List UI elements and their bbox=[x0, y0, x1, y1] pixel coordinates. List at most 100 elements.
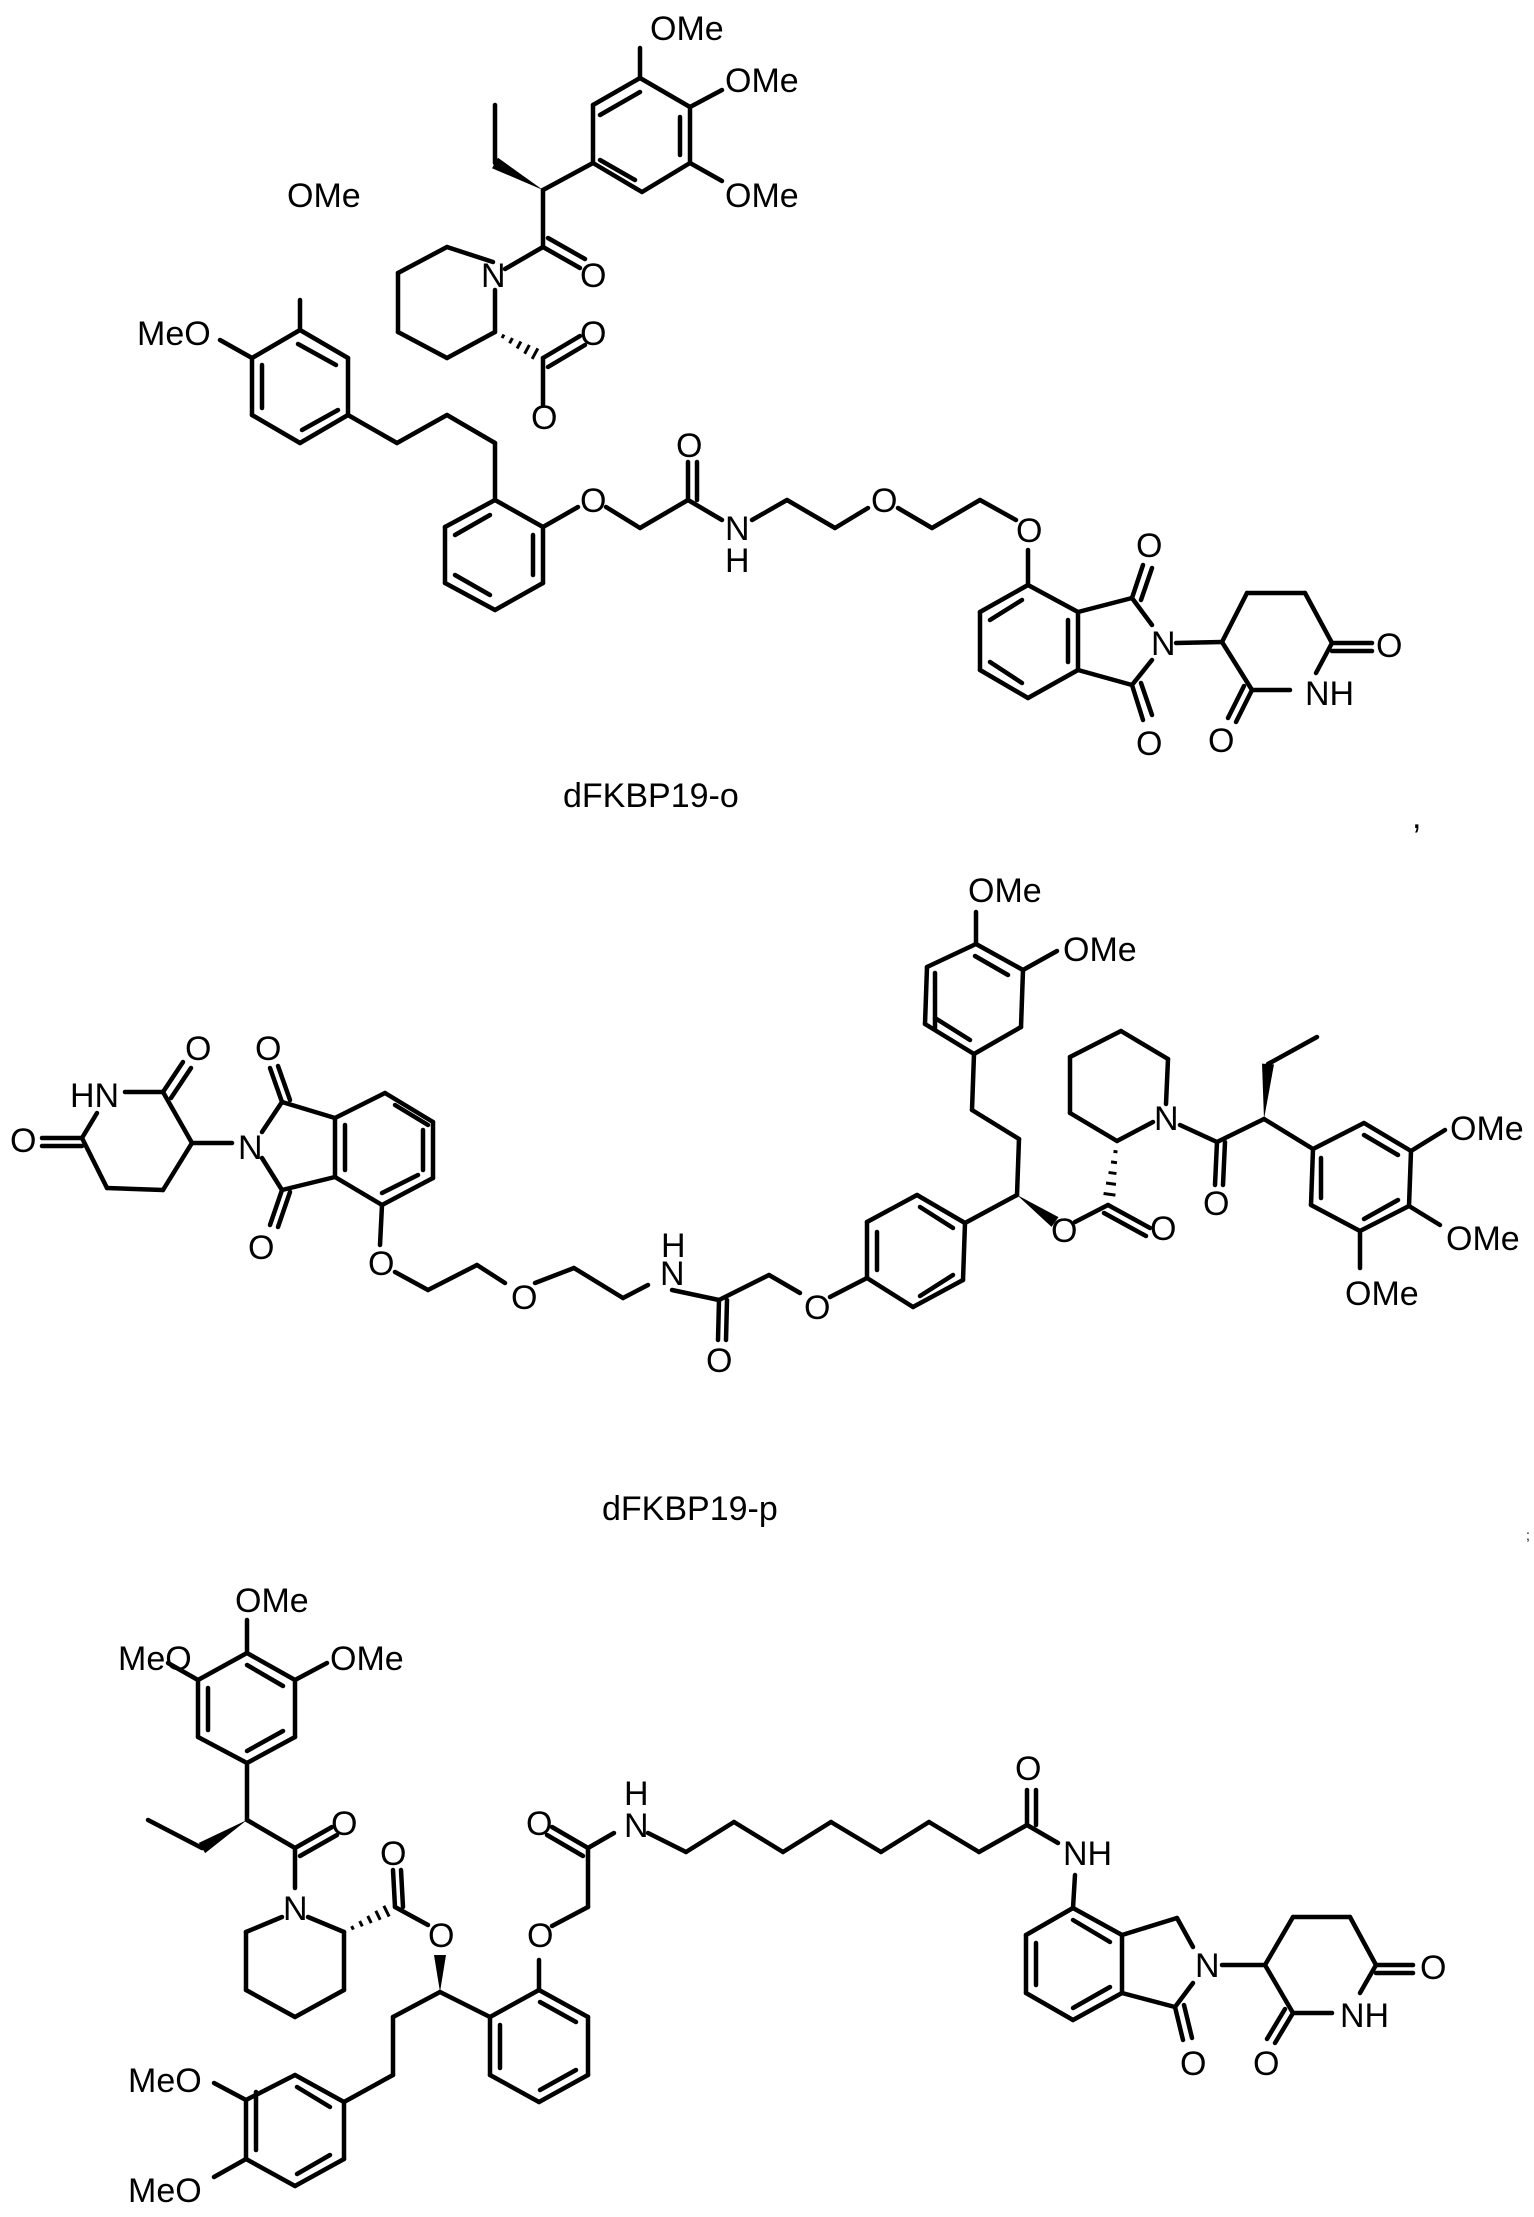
bond bbox=[444, 329, 498, 361]
hashed-bond bbox=[500, 333, 506, 339]
bond bbox=[780, 1819, 834, 1855]
atom-label: NH bbox=[1340, 1997, 1389, 2035]
atom-label: O bbox=[1420, 1949, 1446, 1987]
bond bbox=[104, 1185, 166, 1193]
bond bbox=[1067, 1110, 1120, 1144]
bond bbox=[487, 1987, 542, 2020]
bond bbox=[645, 1830, 689, 1855]
aromatic-double-bond bbox=[294, 2084, 333, 2110]
bond bbox=[425, 1262, 480, 1293]
bond bbox=[341, 2072, 396, 2105]
bond bbox=[716, 1272, 772, 1303]
bond bbox=[244, 1650, 298, 1683]
bond bbox=[437, 1989, 493, 2020]
atom-label: O bbox=[706, 1342, 732, 1380]
aromatic-double-bond bbox=[294, 2152, 333, 2177]
bond bbox=[243, 1987, 298, 2020]
bond bbox=[971, 1024, 1024, 1057]
atom-label: MeO bbox=[128, 2172, 202, 2210]
atom-label: HN bbox=[70, 1077, 119, 1115]
bond bbox=[492, 497, 546, 530]
bond bbox=[444, 244, 496, 265]
bond bbox=[392, 1269, 431, 1293]
aromatic-double-bond bbox=[1361, 1132, 1401, 1158]
hashed-bond bbox=[523, 344, 531, 355]
bond bbox=[1067, 1028, 1124, 1060]
bond bbox=[1219, 590, 1250, 645]
bond bbox=[929, 497, 983, 531]
bond bbox=[345, 412, 400, 446]
compound-caption-dfkbp19-o: dFKBP19-o bbox=[563, 777, 739, 815]
atom-label: H bbox=[661, 1227, 686, 1265]
bond bbox=[540, 504, 581, 530]
atom-label: O bbox=[871, 482, 897, 520]
atom-label: N bbox=[238, 1129, 263, 1167]
bond bbox=[390, 1867, 398, 1910]
bond bbox=[960, 1220, 968, 1283]
bond bbox=[864, 1192, 920, 1225]
bond bbox=[1308, 1146, 1316, 1208]
atom-label: OMe bbox=[1345, 1275, 1419, 1313]
bond bbox=[279, 1174, 338, 1193]
bond bbox=[244, 1817, 298, 1851]
bond bbox=[1214, 1116, 1267, 1145]
bond bbox=[1072, 1202, 1111, 1225]
atom-label: OMe bbox=[287, 177, 361, 215]
bond bbox=[292, 2156, 347, 2189]
bond bbox=[217, 337, 255, 361]
bond bbox=[395, 244, 450, 276]
atom-label: NH bbox=[1305, 675, 1354, 713]
hashed-bond bbox=[350, 1925, 355, 1931]
bond bbox=[540, 160, 596, 193]
bond bbox=[731, 1819, 786, 1855]
bond bbox=[1119, 1990, 1178, 2010]
aromatic-double-bond bbox=[537, 2067, 579, 2093]
captions-layer: dFKBP19-o , dFKBP19-p ; bbox=[563, 777, 1530, 1543]
bond bbox=[910, 1277, 966, 1310]
bond bbox=[160, 1089, 195, 1146]
atom-label: O bbox=[331, 1805, 357, 1843]
bond bbox=[392, 1904, 431, 1928]
atom-label: O bbox=[511, 1279, 537, 1317]
wedge-bond bbox=[434, 1955, 446, 1992]
bond bbox=[160, 1059, 186, 1095]
bond bbox=[398, 1867, 406, 1910]
atom-label: OMe bbox=[725, 62, 799, 100]
separator-comma: , bbox=[1412, 798, 1421, 836]
bond bbox=[390, 1989, 443, 2020]
atom-label: O bbox=[1051, 1212, 1077, 1250]
bond bbox=[1138, 680, 1155, 718]
atom-label: O bbox=[1016, 512, 1042, 550]
bond bbox=[1361, 1120, 1414, 1154]
atom-label: OMe bbox=[968, 872, 1042, 910]
aromatic-double-bond bbox=[597, 89, 643, 118]
bond bbox=[1310, 1120, 1367, 1152]
bond bbox=[969, 1107, 1022, 1142]
bond bbox=[1313, 640, 1335, 676]
atom-label: O bbox=[1180, 2045, 1206, 2083]
bond bbox=[297, 327, 351, 361]
hashed-bond bbox=[515, 340, 523, 350]
bond bbox=[394, 412, 450, 446]
atom-label: O bbox=[1015, 1750, 1041, 1788]
bond bbox=[1212, 1139, 1220, 1188]
atom-label: MeO bbox=[137, 315, 211, 353]
bond bbox=[784, 497, 838, 531]
aromatic-double-bond bbox=[392, 1102, 431, 1128]
atom-label: OMe bbox=[650, 10, 724, 48]
bond bbox=[914, 1192, 968, 1226]
bond bbox=[1233, 687, 1255, 725]
bond bbox=[1262, 1914, 1296, 1968]
bond bbox=[715, 1297, 722, 1343]
bond bbox=[1129, 682, 1146, 723]
bond bbox=[1219, 639, 1255, 693]
bond bbox=[585, 1830, 617, 1851]
bond bbox=[165, 1660, 201, 1683]
bond bbox=[571, 1265, 626, 1301]
aromatic-double-bond bbox=[917, 1204, 956, 1231]
bond bbox=[687, 160, 725, 184]
atom-label: NH bbox=[1063, 1835, 1112, 1873]
atom-label: O bbox=[1203, 1185, 1229, 1223]
bond bbox=[637, 497, 691, 531]
bond bbox=[1181, 2002, 1195, 2041]
